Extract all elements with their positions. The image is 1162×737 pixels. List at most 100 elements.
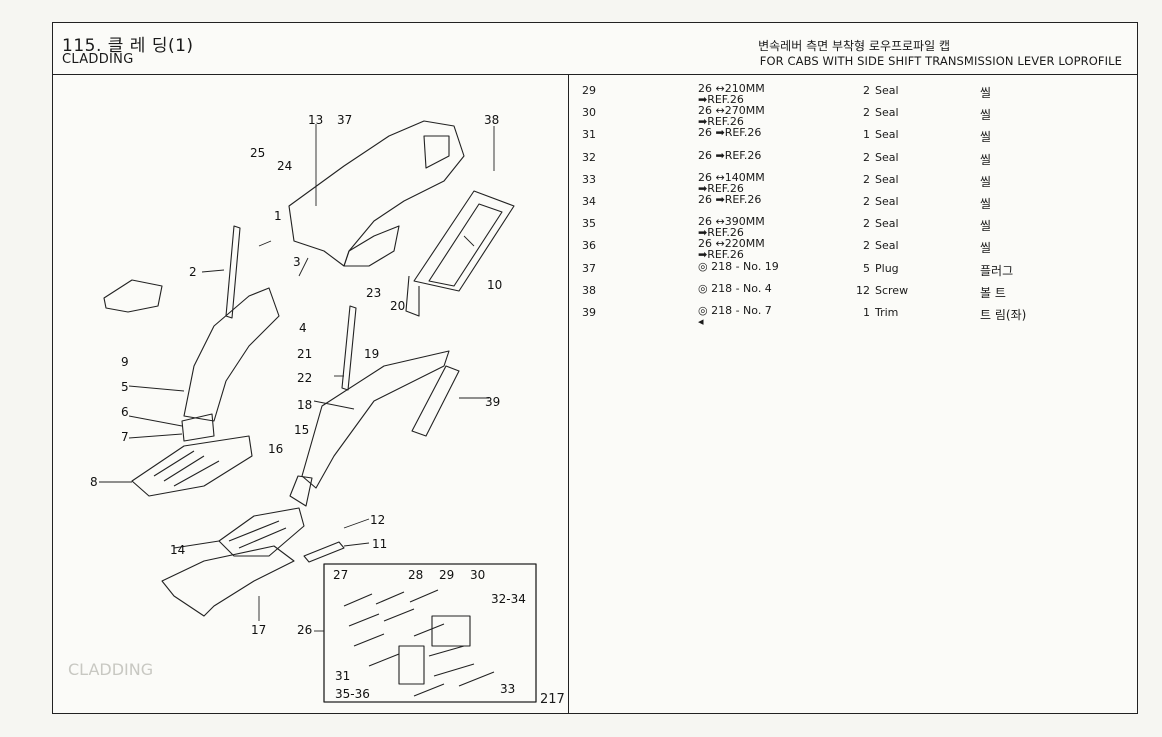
part-reference: 26 ↔140MM➡REF.26 [698,170,765,195]
callout-2: 2 [189,265,197,279]
callout-10: 10 [487,278,502,292]
part-5-cover [183,287,280,422]
bleed-through-text: CLADDING [68,660,154,679]
callout-37: 37 [337,113,352,127]
part-8-floor-mat [131,435,253,497]
korean-name: 씰 [980,196,992,211]
callout-24: 24 [277,159,292,173]
callout-35-36: 35-36 [335,687,370,701]
part-number: 33 [582,172,596,186]
column-divider [568,74,569,714]
callout-32-34: 32-34 [491,592,526,606]
callout-13: 13 [308,113,323,127]
table-row: 31 26 ➡REF.26 1 Seal 씰 [570,126,1130,148]
callout-23: 23 [366,286,381,300]
description: Trim [875,305,899,319]
callout-38: 38 [484,113,499,127]
part-number: 39 [582,305,596,319]
callout-11: 11 [372,537,387,551]
description: Plug [875,261,899,275]
callout-33: 33 [500,682,515,696]
part-reference: ◎ 218 - No. 4 [698,281,772,295]
callout-3: 3 [293,255,301,269]
callout-4: 4 [299,321,307,335]
callout-7: 7 [121,430,129,444]
korean-name: 씰 [980,152,992,167]
korean-name: 씰 [980,241,992,256]
korean-name: 씰 [980,219,992,234]
part-9-cover [103,279,163,313]
description: Seal [875,150,899,164]
callout-12: 12 [370,513,385,527]
part-2-strip [225,225,241,319]
callout-15: 15 [294,423,309,437]
description: Screw [875,283,909,297]
korean-name: 볼 트 [980,285,1006,300]
callout-17: 17 [251,623,266,637]
header-divider [52,74,1138,75]
description: Seal [875,239,899,253]
part-number: 32 [582,150,596,164]
callout-22: 22 [297,371,312,385]
korean-name: 씰 [980,108,992,123]
part-13-console [288,120,465,267]
callout-16: 16 [268,442,283,456]
description: Seal [875,84,899,97]
part-reference: 26 ➡REF.26 [698,126,762,140]
korean-name: 씰 [980,130,992,145]
part-10-trim [413,190,515,292]
korean-name: 플러그 [980,263,1014,278]
callout-30: 30 [470,568,485,582]
quantity: 1 [863,305,870,319]
callout-29: 29 [439,568,454,582]
korean-name: 트 림(좌) [980,307,1027,322]
part-number: 36 [582,239,596,253]
quantity: 2 [863,172,870,186]
quantity: 5 [863,261,870,275]
description: Seal [875,217,899,231]
table-row: 33 26 ↔140MM➡REF.26 2 Seal 씰 [570,170,1130,195]
part-18-bracket [301,350,450,489]
callout-1: 1 [274,209,282,223]
part-number: 34 [582,194,596,208]
model-note-korean: 변속레버 측면 부착형 로우프로파일 캡 [758,39,950,53]
callout-6: 6 [121,405,129,419]
description: Seal [875,194,899,208]
callout-8: 8 [90,475,98,489]
korean-name: 씰 [980,174,992,189]
quantity: 1 [863,128,870,142]
callout-9: 9 [121,355,129,369]
part-number: 31 [582,128,596,142]
callout-21: 21 [297,347,312,361]
exploded-parts-diagram: 13 37 38 25 24 1 2 3 10 23 20 4 21 19 9 … [90,113,537,703]
quantity: 2 [863,239,870,253]
page-title: 115. 클 레 딩(1) [62,36,194,56]
description: Seal [875,128,899,142]
callout-28: 28 [408,568,423,582]
part-reference: 26 ➡REF.26 [698,192,762,206]
callout-20: 20 [390,299,405,313]
callout-19: 19 [364,347,379,361]
description: Seal [875,172,899,186]
quantity: 2 [863,106,870,120]
part-17-panel [161,545,295,617]
part-reference: ◎ 218 - No. 7◂ [698,303,772,328]
part-22-strip [341,305,357,391]
callout-18: 18 [297,398,312,412]
page-number: 217 [540,692,565,707]
quantity: 2 [863,84,870,97]
page-frame [52,22,1138,714]
callout-27: 27 [333,568,348,582]
table-row: 39 ◎ 218 - No. 7◂ 1 Trim 트 림(좌) [570,303,1130,328]
part-number: 30 [582,106,596,120]
part-number: 29 [582,84,596,97]
callout-14: 14 [170,543,185,557]
callout-5: 5 [121,380,129,394]
page-subtitle: CLADDING [62,52,134,67]
callout-31: 31 [335,669,350,683]
